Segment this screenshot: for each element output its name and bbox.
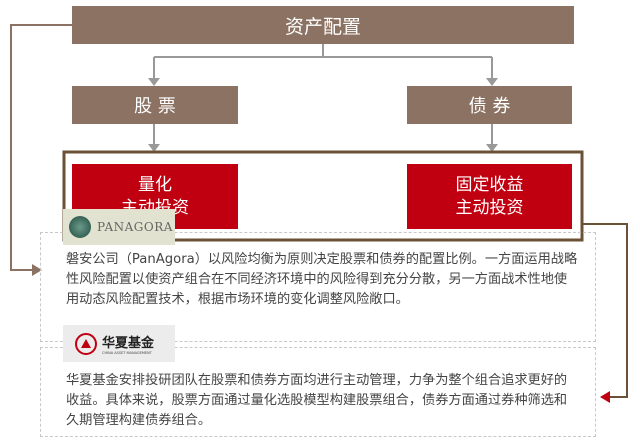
stocks-box: 股 票	[72, 86, 238, 124]
strategy-line: 量化	[138, 174, 172, 195]
fixed-income-active-box: 固定收益 主动投资	[407, 164, 572, 229]
strategy-line: 主动投资	[455, 197, 524, 218]
asset-allocation-box: 资产配置	[72, 6, 574, 44]
chinaamc-logo: 华夏基金 CHINA ASSET MANAGEMENT	[63, 325, 175, 362]
panagora-description: 磐安公司（PanAgora）以风险均衡为原则决定股票和债券的配置比例。一方面运用…	[66, 252, 578, 307]
chinaamc-card	[40, 347, 596, 437]
chinaamc-description: 华夏基金安排投研团队在股票和债券方面均进行主动管理，力争为整个组合追求更好的收益…	[66, 373, 568, 428]
panagora-globe-icon	[69, 216, 91, 238]
bonds-box: 债 券	[407, 86, 572, 124]
panagora-logo: PanAgora	[63, 209, 175, 245]
logo-subtext: CHINA ASSET MANAGEMENT	[102, 351, 152, 355]
chinaamc-emblem-icon	[75, 332, 97, 355]
logo-text: 华夏基金	[102, 336, 155, 351]
panagora-card	[40, 232, 596, 342]
logo-text: PanAgora	[97, 220, 173, 234]
strategy-line: 固定收益	[455, 174, 524, 195]
